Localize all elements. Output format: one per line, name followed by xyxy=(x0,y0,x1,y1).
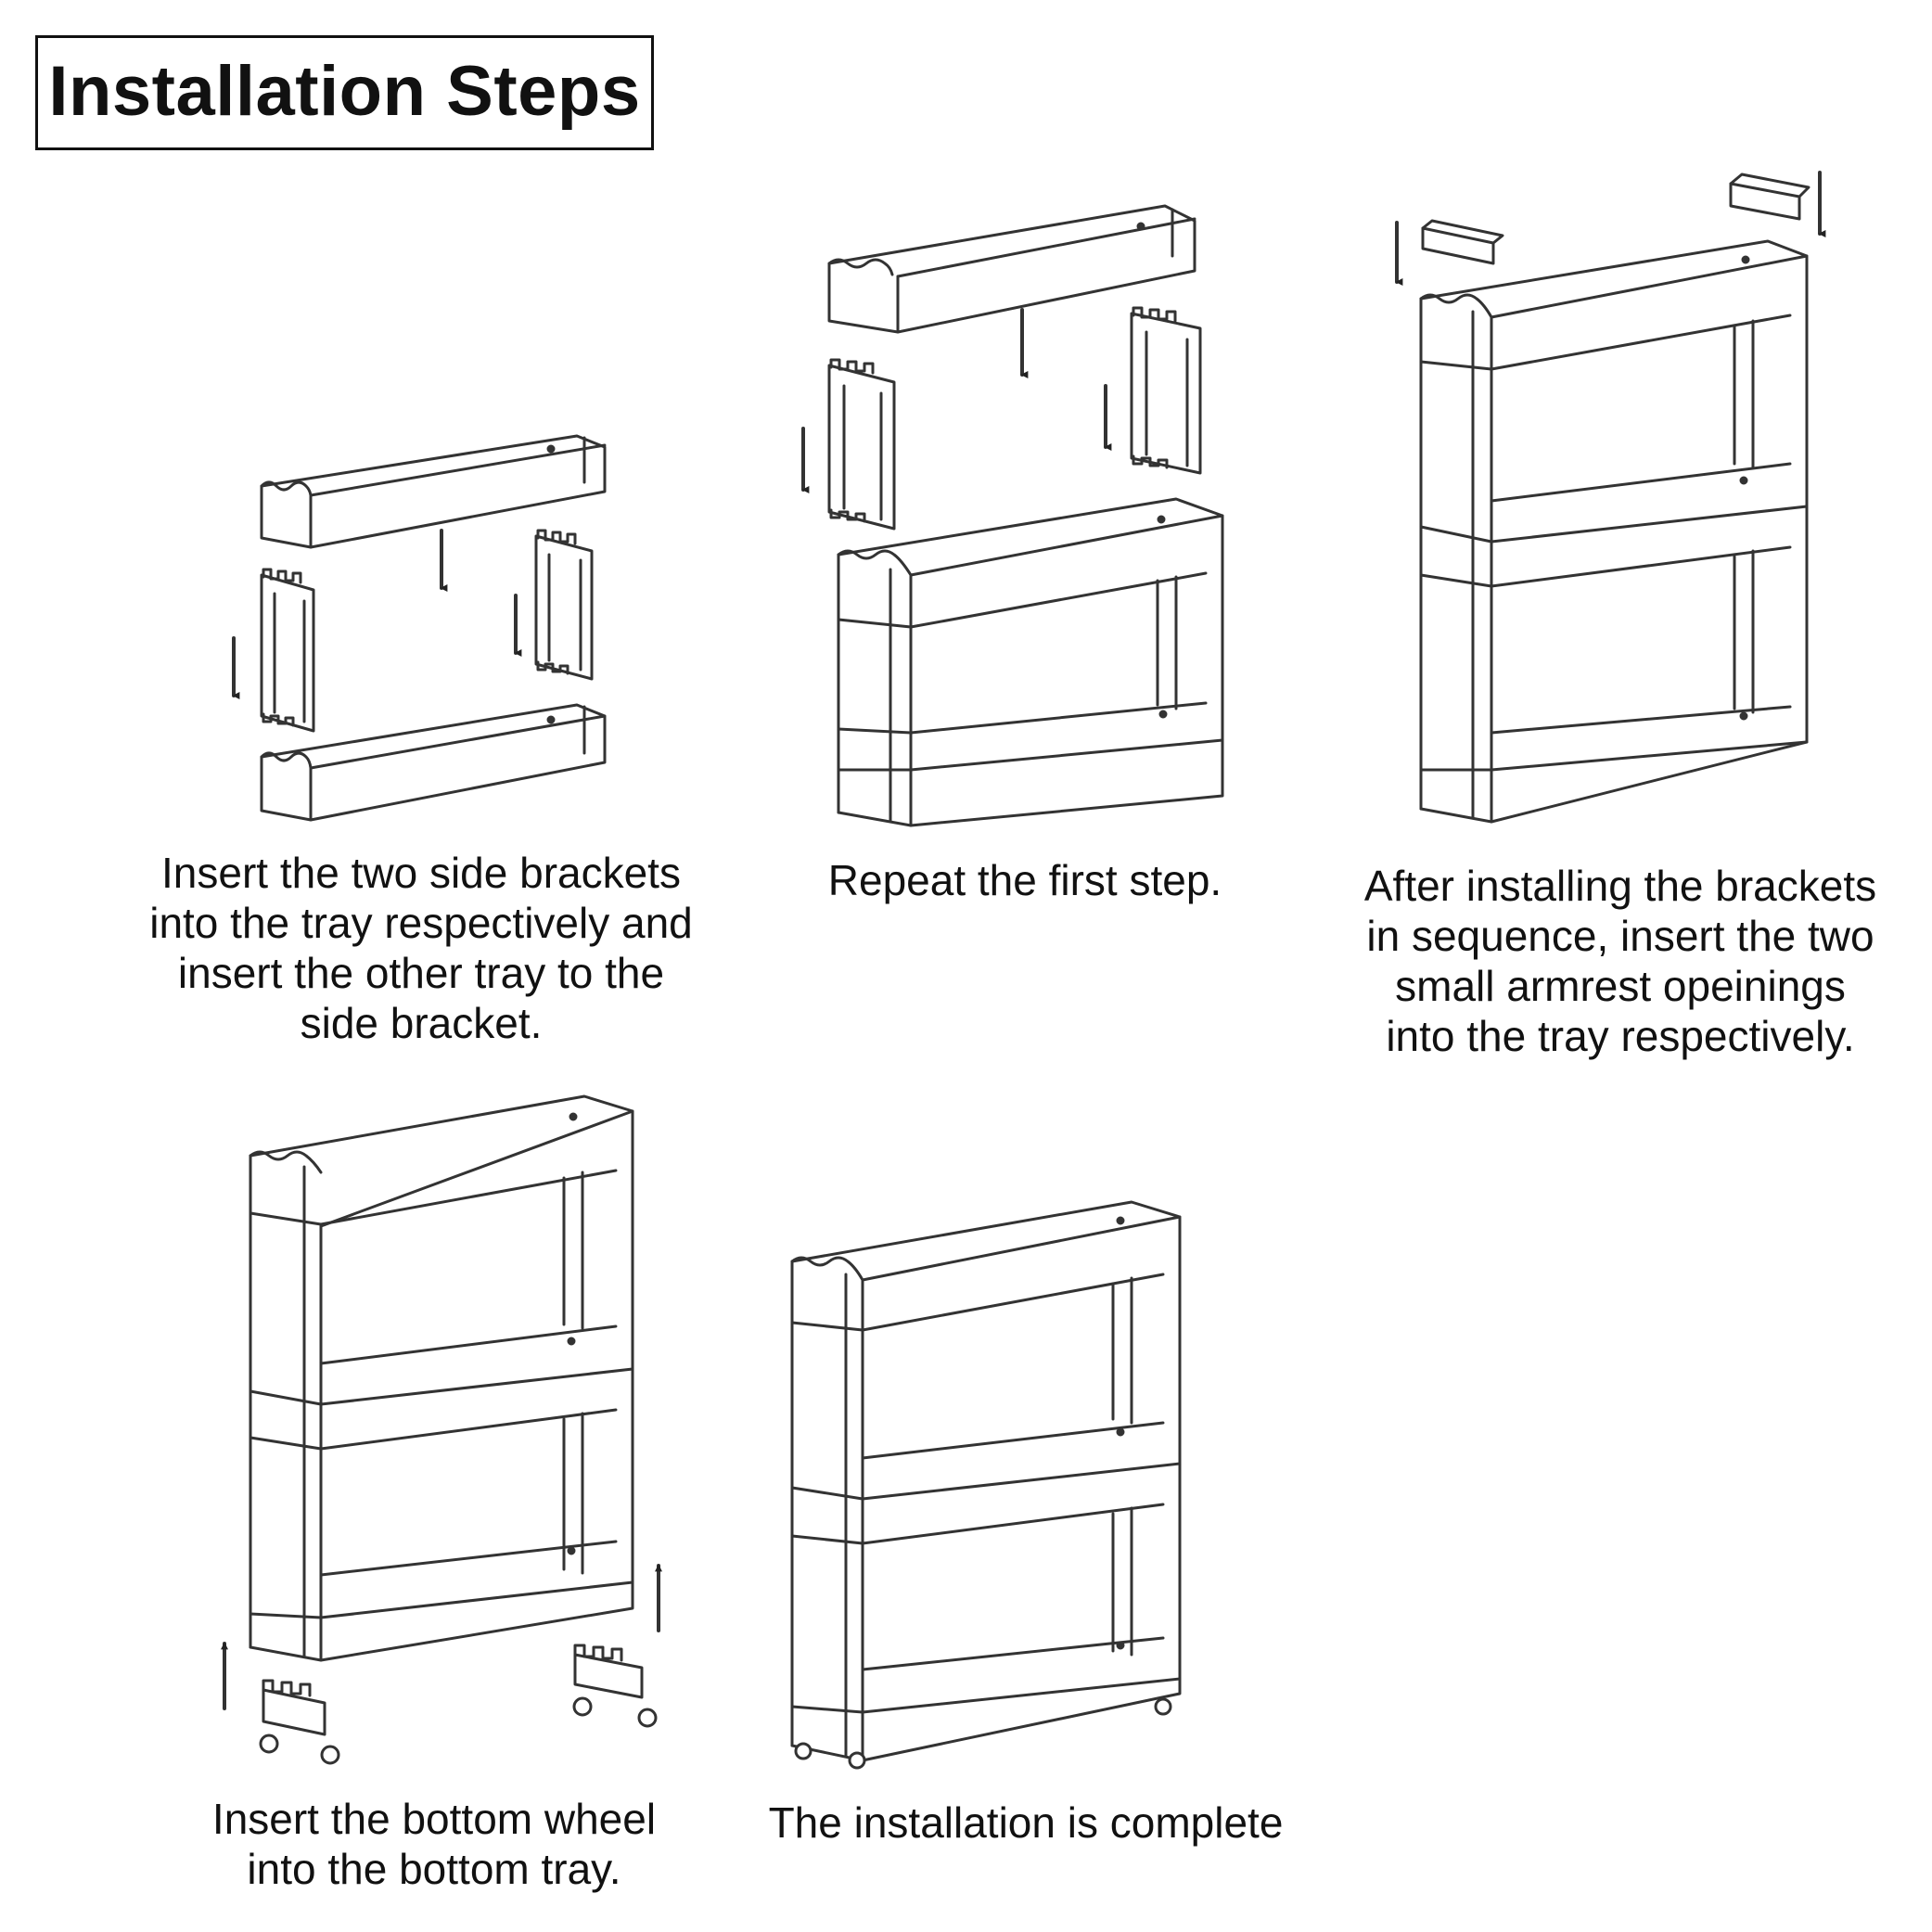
step3-armrest-right xyxy=(1731,174,1809,219)
step4-wheel-left xyxy=(261,1681,339,1763)
step1-left-bracket xyxy=(262,569,313,731)
step5-caption: The installation is complete xyxy=(768,1798,1284,1847)
step5-frame xyxy=(792,1202,1180,1768)
step1-illustration xyxy=(234,436,605,820)
step4-caption: Insert the bottom wheel into the bottom … xyxy=(211,1795,657,1893)
step3-frame xyxy=(1421,241,1807,822)
step4-illustration xyxy=(221,1096,662,1763)
step3-armrest-left xyxy=(1423,221,1503,263)
step2-top-tray xyxy=(829,206,1195,332)
step2-illustration xyxy=(803,206,1222,825)
step4-wheel-right xyxy=(574,1645,656,1726)
title-box: Installation Steps xyxy=(35,35,654,150)
step2-caption: Repeat the first step. xyxy=(827,856,1222,904)
step2-left-bracket xyxy=(829,360,894,529)
step3-caption: After installing the brackets in sequenc… xyxy=(1363,862,1877,1060)
step4-frame xyxy=(250,1096,633,1660)
page-title: Installation Steps xyxy=(48,52,641,131)
step2-right-bracket xyxy=(1132,308,1200,473)
step1-bottom-tray xyxy=(262,705,605,820)
step1-top-tray xyxy=(262,436,605,547)
step2-frame xyxy=(838,499,1222,825)
step1-right-bracket xyxy=(536,531,592,679)
step1-caption: Insert the two side brackets into the tr… xyxy=(149,849,693,1047)
step5-illustration xyxy=(792,1202,1180,1768)
step3-illustration xyxy=(1397,173,1826,822)
